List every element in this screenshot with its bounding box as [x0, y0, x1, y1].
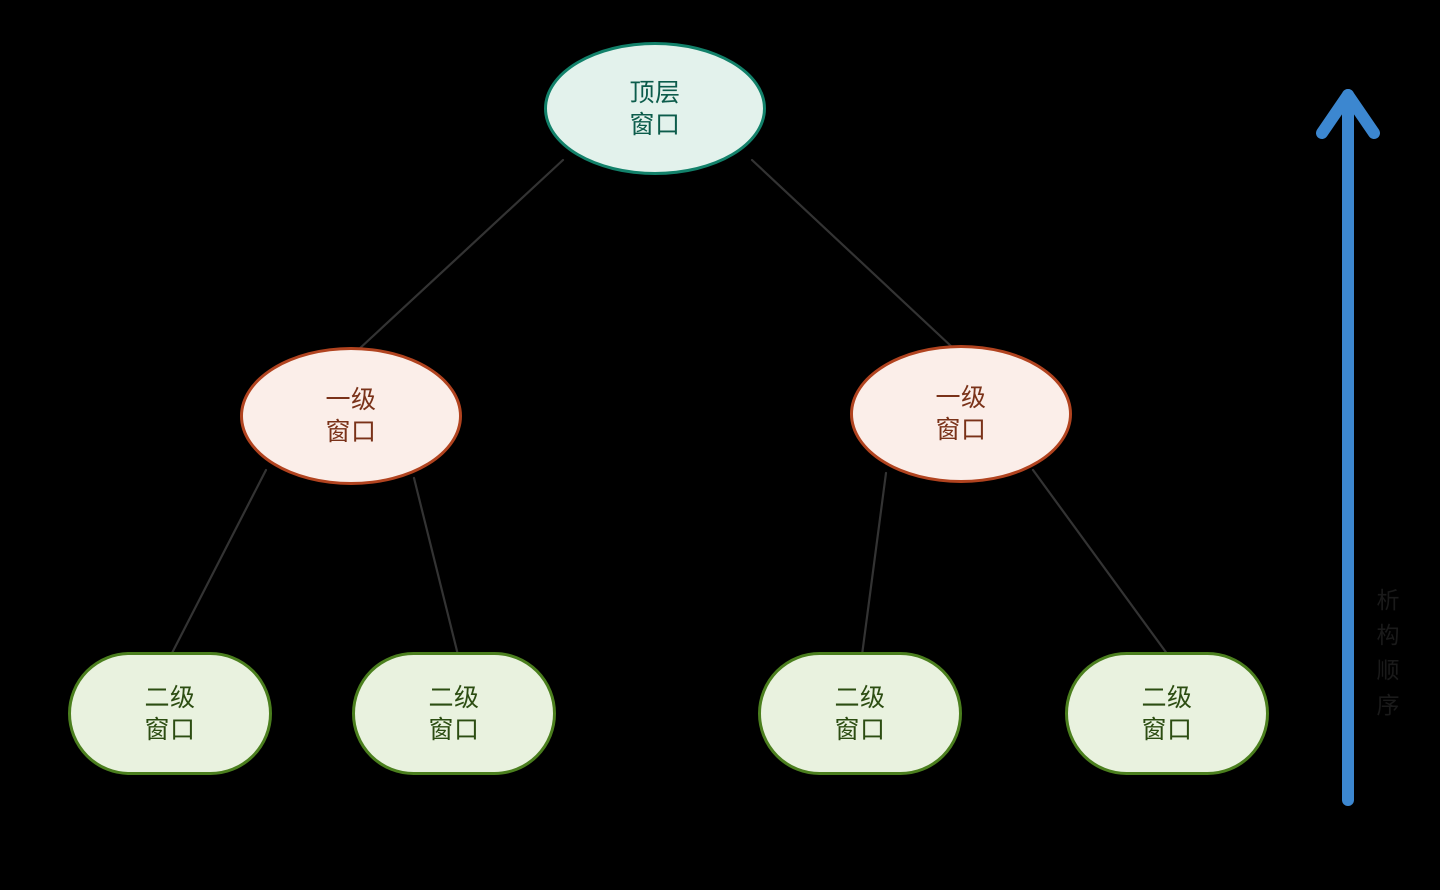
node-label-line2: 窗口 [629, 110, 681, 139]
node-label-line2: 窗口 [834, 715, 886, 744]
node-label-line2: 窗口 [1141, 715, 1193, 744]
edge-top-to-mid-right [750, 158, 954, 349]
node-leaf-window-3[interactable]: 二级窗口 [758, 652, 962, 775]
edge-mid-left-to-leaf2 [412, 476, 460, 657]
destruction-order-label: 析构顺序 [1373, 588, 1399, 728]
destruction-order-arrow [1316, 89, 1380, 806]
node-label-line2: 窗口 [144, 715, 196, 744]
node-label-line2: 窗口 [325, 418, 377, 446]
node-label-line1: 二级 [1141, 683, 1193, 712]
node-leaf-window-1[interactable]: 二级窗口 [68, 652, 272, 775]
node-label-line1: 二级 [834, 683, 886, 712]
node-label-line2: 窗口 [428, 715, 480, 744]
node-mid-window-right[interactable]: 一级窗口 [850, 345, 1072, 483]
node-label-line1: 顶层 [629, 78, 681, 107]
node-label-line1: 一级 [935, 384, 987, 412]
node-leaf-window-2[interactable]: 二级窗口 [352, 652, 556, 775]
node-label-line1: 二级 [428, 683, 480, 712]
node-leaf-window-4[interactable]: 二级窗口 [1065, 652, 1269, 775]
node-mid-window-left[interactable]: 一级窗口 [240, 347, 462, 485]
node-label-line1: 二级 [144, 683, 196, 712]
edge-top-to-mid-left [356, 158, 565, 352]
edge-mid-right-to-leaf4 [1031, 468, 1170, 657]
node-label-line2: 窗口 [935, 416, 987, 444]
edge-mid-left-to-leaf1 [169, 468, 268, 657]
node-label-line1: 一级 [325, 386, 377, 414]
node-top-window[interactable]: 顶层窗口 [544, 42, 766, 175]
edge-mid-right-to-leaf3 [860, 471, 888, 657]
